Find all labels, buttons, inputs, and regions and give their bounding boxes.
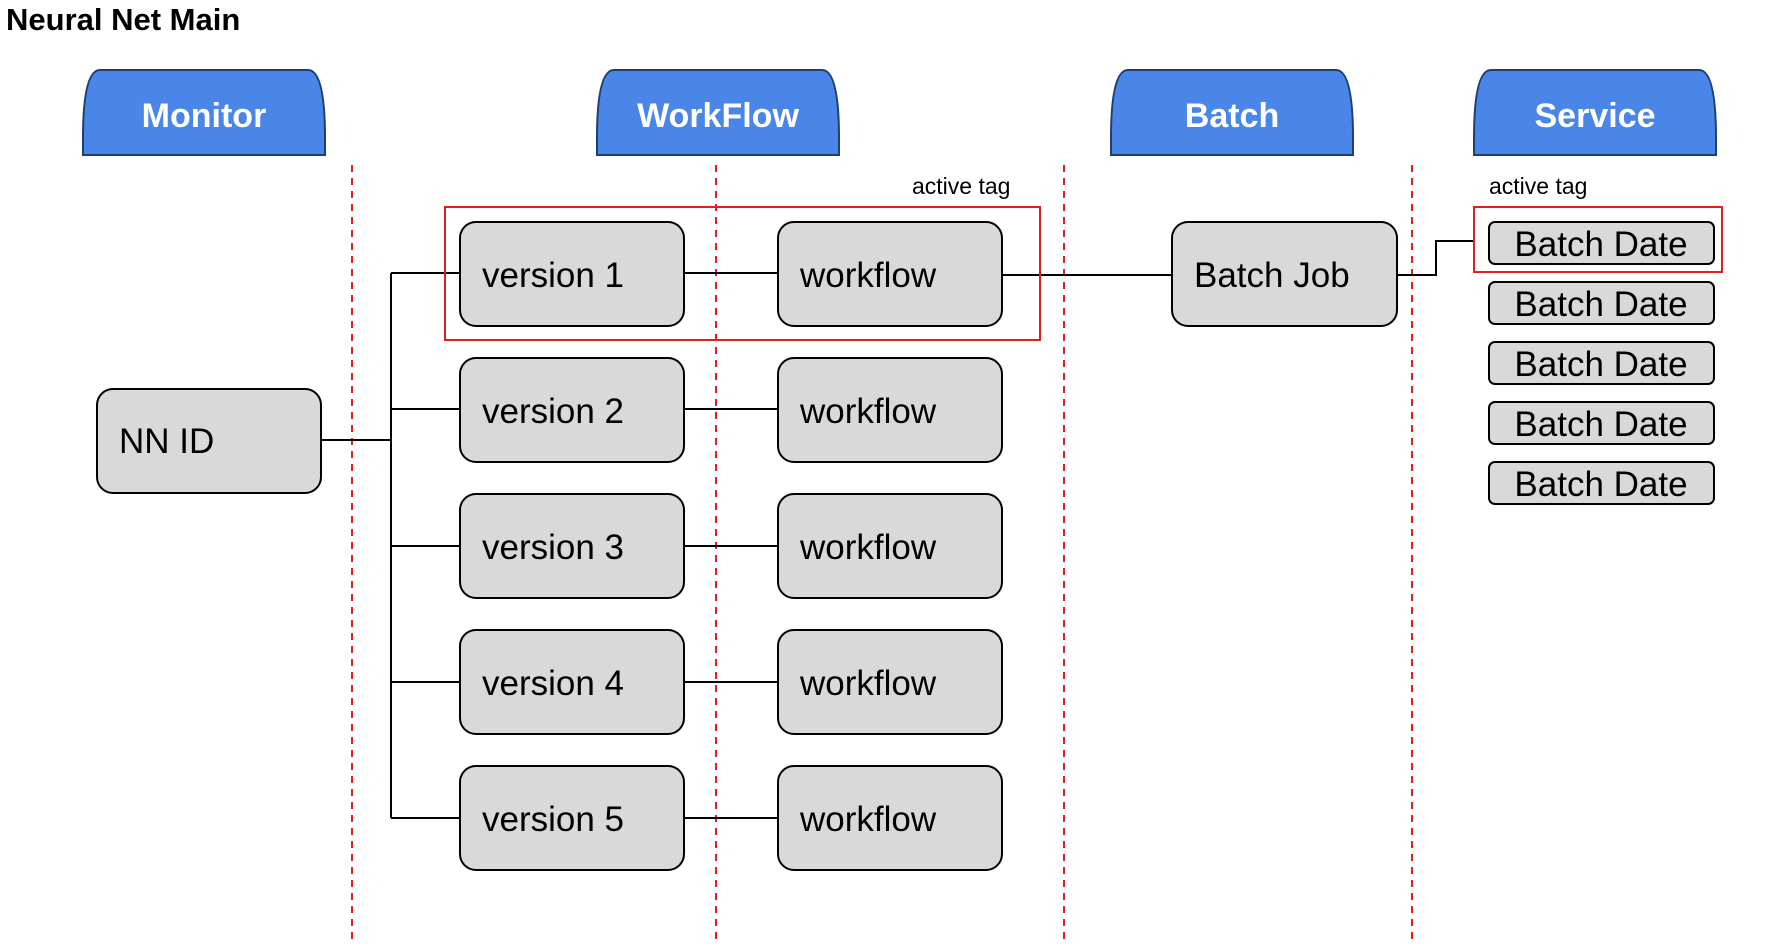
version-label: version 4: [482, 664, 624, 703]
active-tag-highlight: [1473, 206, 1723, 273]
workflow-box: workflow: [777, 357, 1003, 463]
version-box: version 5: [459, 765, 685, 871]
batch-job-box: Batch Job: [1171, 221, 1398, 327]
batch-date-box: Batch Date: [1488, 341, 1715, 385]
batch-date-box: Batch Date: [1488, 281, 1715, 325]
active-tag-label: active tag: [1489, 173, 1587, 199]
version-box: version 2: [459, 357, 685, 463]
batch-date-box: Batch Date: [1488, 221, 1715, 265]
version-label: version 5: [482, 800, 624, 839]
workflow-box: workflow: [777, 765, 1003, 871]
version-box: version 1: [459, 221, 685, 327]
active-tag-highlight: [444, 206, 1041, 341]
connectors: [321, 240, 1474, 819]
workflow-label: workflow: [799, 256, 937, 295]
batch-date-label: Batch Date: [1514, 285, 1687, 324]
lane-header-batch: Batch: [1110, 69, 1354, 156]
version-label: version 2: [482, 392, 624, 431]
workflow-label: workflow: [799, 392, 937, 431]
active-tag-label: active tag: [912, 173, 1010, 199]
workflow-box: workflow: [777, 493, 1003, 599]
nn-id-box: NN ID: [96, 388, 322, 494]
lane-header-label: Monitor: [142, 97, 267, 135]
batch-date-label: Batch Date: [1514, 405, 1687, 444]
lane-header-label: Service: [1535, 97, 1656, 135]
workflow-label: workflow: [799, 664, 937, 703]
lane-header-monitor: Monitor: [82, 69, 326, 156]
batch-date-label: Batch Date: [1514, 345, 1687, 384]
version-box: version 4: [459, 629, 685, 735]
version-box: version 3: [459, 493, 685, 599]
nn-id-label: NN ID: [119, 422, 214, 461]
lane-header-service: Service: [1473, 69, 1717, 156]
lane-header-label: WorkFlow: [637, 97, 799, 135]
lane-header-label: Batch: [1185, 97, 1279, 135]
workflow-label: workflow: [799, 800, 937, 839]
batch-date-label: Batch Date: [1514, 465, 1687, 504]
lane-header-workflow: WorkFlow: [596, 69, 840, 156]
version-label: version 1: [482, 256, 624, 295]
connector: [1397, 240, 1474, 276]
page-title: Neural Net Main: [6, 2, 241, 37]
workflow-label: workflow: [799, 528, 937, 567]
batch-date-box: Batch Date: [1488, 401, 1715, 445]
batch-job-label: Batch Job: [1194, 256, 1350, 295]
workflow-box: workflow: [777, 629, 1003, 735]
workflow-box: workflow: [777, 221, 1003, 327]
version-label: version 3: [482, 528, 624, 567]
batch-date-box: Batch Date: [1488, 461, 1715, 505]
lane-separators: [351, 165, 1413, 945]
batch-date-label: Batch Date: [1514, 225, 1687, 264]
